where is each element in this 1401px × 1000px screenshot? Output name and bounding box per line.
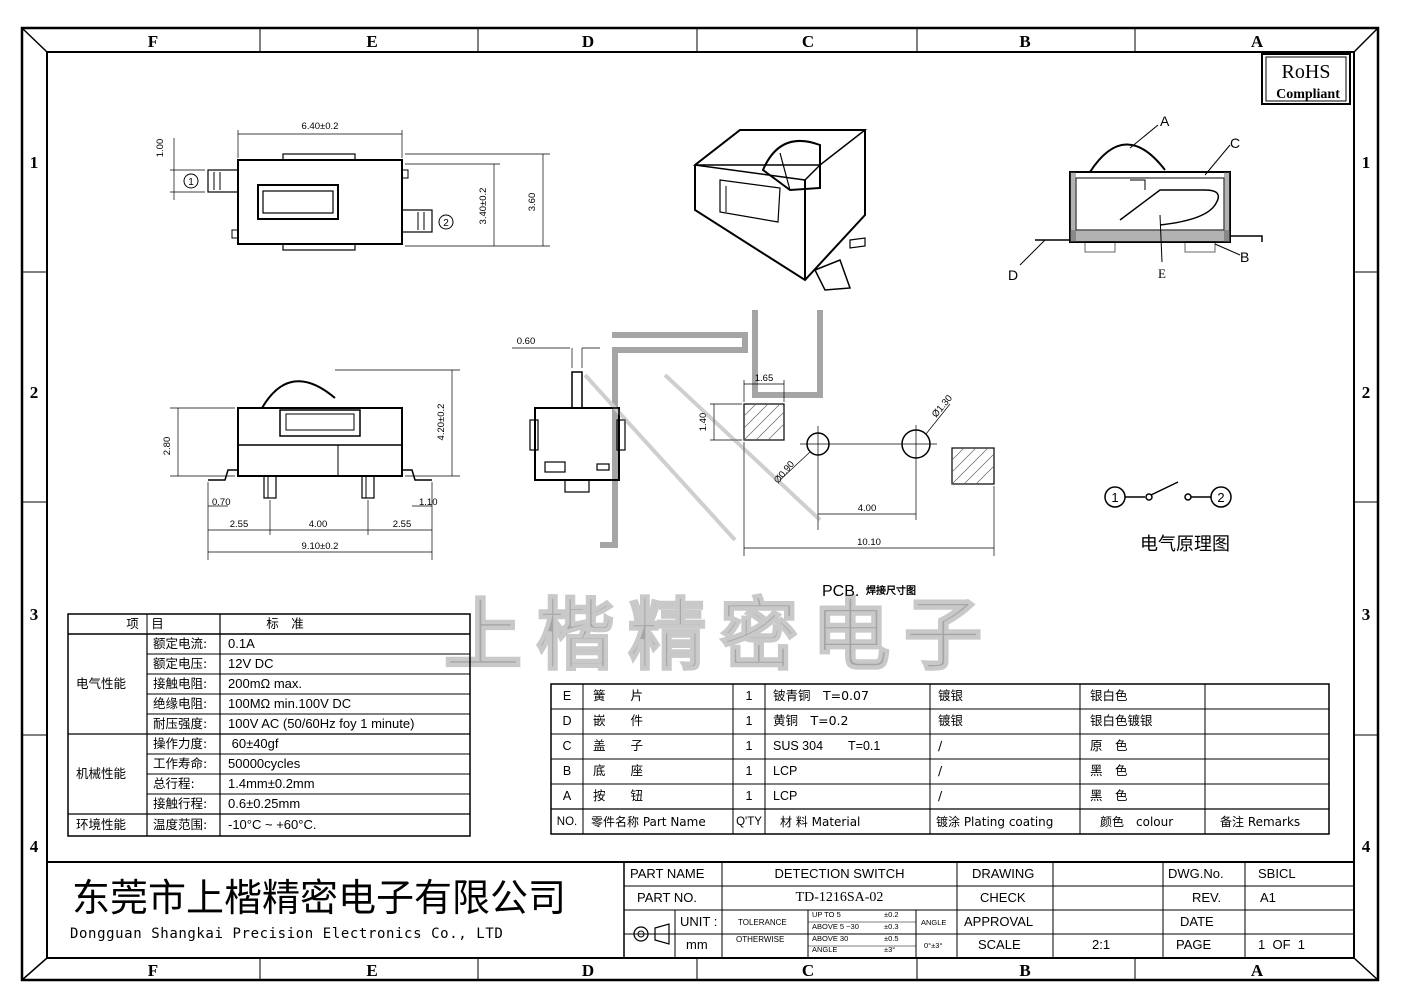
- section-label-b: B: [1240, 249, 1249, 265]
- watermark-text: 上楷精密电子: [444, 591, 996, 679]
- col-label-bottom-e: E: [366, 961, 377, 980]
- top-view: 1 2 6.40±0.2 1.00 3.40±0.2 3.60: [155, 121, 550, 251]
- title-block: [47, 861, 1354, 958]
- watermark: 上楷精密电子: [443, 310, 996, 680]
- side-view: 0.60: [512, 336, 626, 493]
- pcb-layout: 1.65 1.40 Ø1.30 Ø0.90 4.00 10.10 PCB. 焊接…: [698, 373, 995, 600]
- row-label-right-1: 1: [1362, 153, 1371, 172]
- drawing-frame: [20, 26, 1380, 982]
- isometric-view: [692, 129, 868, 291]
- front-view-dim-height-body: 2.80: [162, 437, 173, 456]
- front-view-dim-b: 4.00: [309, 519, 328, 530]
- schematic-pin1: 1: [1111, 490, 1118, 505]
- spec-table: [67, 613, 471, 837]
- frame-labels: F E D C B A F E D C B A 1 2 3 4 1 2 3 4: [30, 32, 1371, 980]
- pcb-caption-prefix: PCB.: [822, 583, 859, 600]
- col-label-top-c: C: [802, 32, 814, 51]
- rohs-title: RoHS: [1282, 61, 1331, 83]
- col-label-bottom-b: B: [1019, 961, 1030, 980]
- schematic-caption: 电气原理图: [1140, 534, 1230, 554]
- front-view-dim-total: 9.10±0.2: [302, 541, 339, 552]
- top-view-pin2: 2: [443, 218, 449, 229]
- row-label-left-4: 4: [30, 837, 39, 856]
- bom-table: [550, 683, 1330, 835]
- top-view-dim-width: 6.40±0.2: [302, 121, 339, 132]
- row-label-right-3: 3: [1362, 605, 1371, 624]
- col-label-top-a: A: [1251, 32, 1264, 51]
- rohs-badge: RoHS Compliant: [1261, 53, 1351, 105]
- side-view-dim-top: 0.60: [517, 336, 536, 347]
- col-label-top-b: B: [1019, 32, 1030, 51]
- top-view-pin1: 1: [188, 177, 194, 188]
- col-label-bottom-a: A: [1251, 961, 1264, 980]
- front-view-dim-c: 2.55: [393, 519, 412, 530]
- col-label-bottom-d: D: [582, 961, 594, 980]
- col-label-top-f: F: [148, 32, 158, 51]
- row-label-right-4: 4: [1362, 837, 1371, 856]
- section-label-e: E: [1158, 266, 1166, 281]
- pcb-dim-pitch: 4.00: [858, 503, 877, 514]
- section-label-c: C: [1230, 135, 1240, 151]
- front-view-dim-right: 1.10: [419, 497, 438, 508]
- front-view: 2.80 4.20±0.2 0.70 1.10 2.55 4.00 2.55 9…: [162, 369, 460, 560]
- pcb-dim-total: 10.10: [857, 537, 881, 548]
- top-view-dim-pin: 1.00: [155, 139, 166, 158]
- row-label-left-3: 3: [30, 605, 39, 624]
- row-label-left-1: 1: [30, 153, 39, 172]
- col-label-top-d: D: [582, 32, 594, 51]
- schematic-pin2: 2: [1217, 490, 1224, 505]
- pcb-dim-pad-w: 1.65: [755, 373, 774, 384]
- pcb-caption-suffix: 焊接尺寸图: [866, 584, 916, 597]
- front-view-dim-height-total: 4.20±0.2: [436, 404, 447, 441]
- section-label-a: A: [1160, 113, 1170, 129]
- pcb-dim-pad-h: 1.40: [698, 413, 709, 432]
- row-label-left-2: 2: [30, 383, 39, 402]
- switch-schematic: 1 2 电气原理图: [1104, 481, 1232, 554]
- front-view-dim-left: 0.70: [212, 497, 231, 508]
- front-view-dim-a: 2.55: [230, 519, 249, 530]
- pcb-dim-hole-small: Ø0.90: [772, 459, 797, 486]
- col-label-bottom-c: C: [802, 961, 814, 980]
- col-label-top-e: E: [366, 32, 377, 51]
- pcb-dim-hole-big: Ø1.30: [930, 393, 955, 420]
- rohs-subtitle: Compliant: [1276, 87, 1340, 102]
- col-label-bottom-f: F: [148, 961, 158, 980]
- top-view-dim-height-outer: 3.60: [527, 193, 538, 212]
- top-view-dim-height-inner: 3.40±0.2: [478, 188, 489, 225]
- section-label-d: D: [1008, 267, 1018, 283]
- row-label-right-2: 2: [1362, 383, 1371, 402]
- cross-section-view: A C D B E: [1008, 113, 1263, 283]
